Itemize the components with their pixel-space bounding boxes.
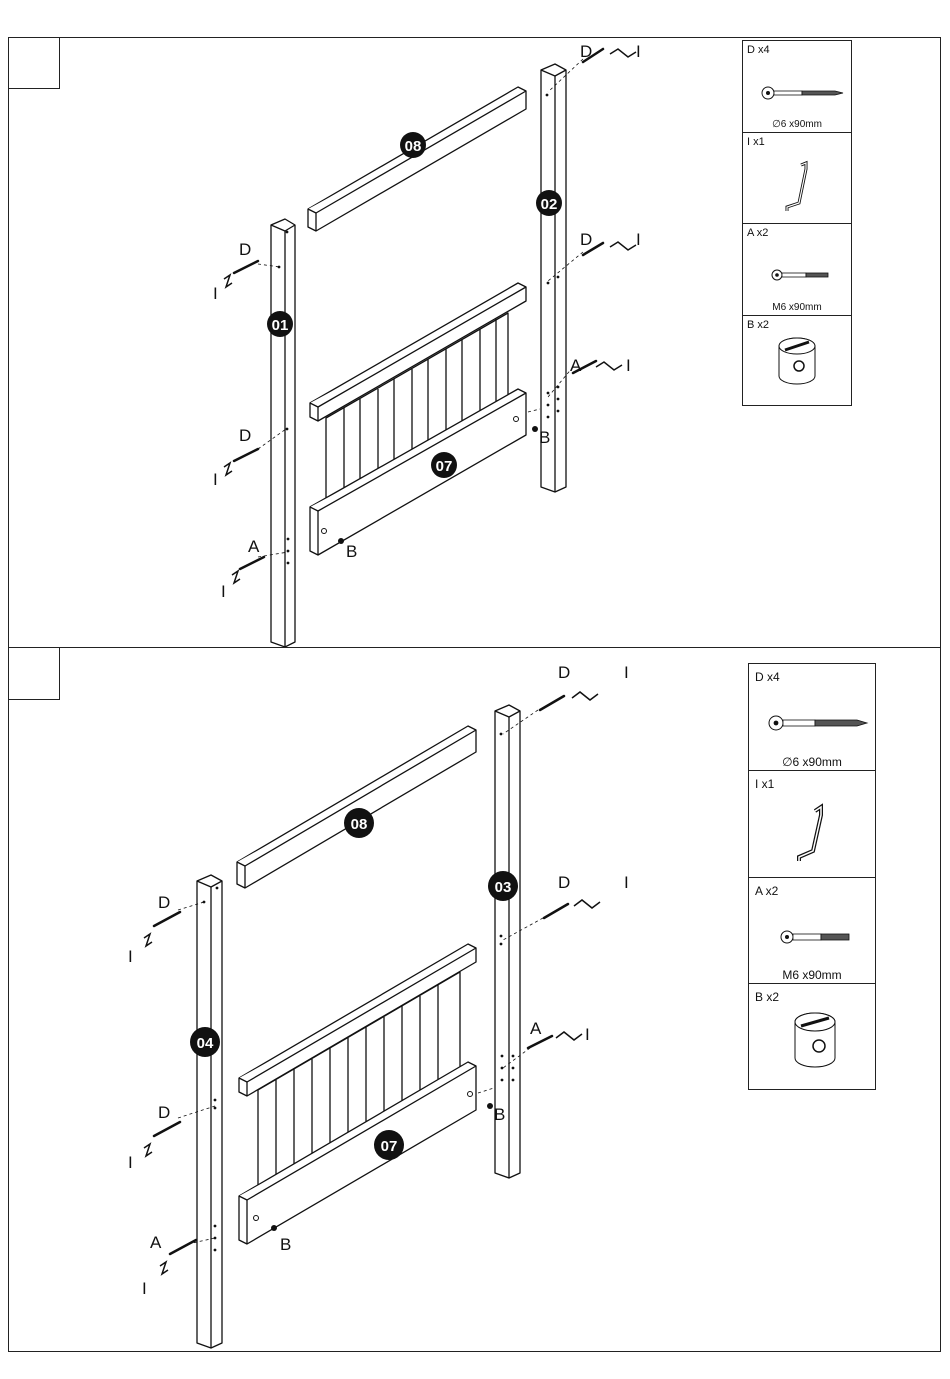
label-a-left: A (150, 1233, 162, 1252)
part-number-01: 01 (272, 317, 289, 334)
label-i-mid-right: I (636, 230, 641, 249)
assembly-step-1: D I D I A I B D I D I A I B 08 02 01 07 … (8, 37, 941, 647)
parts-list-step-2: D x4 ∅6 x90mm I x1 A x2 (748, 663, 876, 1090)
left-post (271, 219, 295, 647)
label-d-mid-right: D (558, 873, 570, 892)
part-number-07: 07 (381, 1138, 398, 1155)
part-a-spec: M6 x90mm (743, 302, 851, 313)
allen-key-icon (749, 771, 877, 878)
part-number-08: 08 (351, 816, 368, 833)
label-b-right: B (494, 1105, 505, 1124)
label-d-lower-left: D (239, 426, 251, 445)
part-number-02: 02 (541, 196, 558, 213)
part-a-spec: M6 x90mm (749, 968, 875, 982)
label-i-a-left: I (221, 582, 226, 601)
label-a-left: A (248, 537, 260, 556)
allen-key-icon (743, 133, 853, 224)
part-number-04: 04 (197, 1035, 214, 1052)
part-a-cell: A x2 M6 x90mm (749, 878, 875, 984)
label-i-top-right: I (624, 663, 629, 682)
label-i-a-right: I (585, 1025, 590, 1044)
label-i-upper-left: I (213, 284, 218, 303)
label-b-left: B (280, 1235, 291, 1254)
part-i-cell: I x1 (743, 133, 851, 224)
label-d-top-right: D (580, 42, 592, 61)
part-d-cell: D x4 ∅6 x90mm (749, 664, 875, 771)
label-a-right: A (570, 356, 582, 375)
part-d-spec: ∅6 x90mm (749, 755, 875, 769)
label-d-upper-left: D (158, 893, 170, 912)
label-i-upper-left: I (128, 947, 133, 966)
label-d-mid-right: D (580, 230, 592, 249)
label-i-a-right: I (626, 356, 631, 375)
label-d-top-right: D (558, 663, 570, 682)
label-i-lower-left: I (128, 1153, 133, 1172)
left-post (197, 875, 222, 1348)
top-rail (308, 87, 526, 231)
part-b-cell: B x2 (743, 316, 851, 405)
label-i-lower-left: I (213, 470, 218, 489)
part-d-spec: ∅6 x90mm (743, 119, 851, 130)
parts-list-step-1: D x4 ∅6 x90mm I x1 A x2 (742, 40, 852, 406)
label-i-a-left: I (142, 1279, 147, 1298)
part-number-07: 07 (436, 458, 453, 475)
label-d-lower-left: D (158, 1103, 170, 1122)
label-a-right: A (530, 1019, 542, 1038)
label-i-top-right: I (636, 42, 641, 61)
assembly-step-2: D I D I A I B D I D I A I B 08 03 04 07 … (8, 647, 941, 1352)
label-i-mid-right: I (624, 873, 629, 892)
label-b-right: B (539, 428, 550, 447)
part-number-08: 08 (405, 138, 422, 155)
label-b-left: B (346, 542, 357, 561)
label-d-upper-left: D (239, 240, 251, 259)
part-a-cell: A x2 M6 x90mm (743, 224, 851, 316)
barrel-nut-icon (749, 984, 877, 1089)
part-d-cell: D x4 ∅6 x90mm (743, 41, 851, 133)
barrel-nut-icon (743, 316, 853, 405)
part-i-cell: I x1 (749, 771, 875, 878)
part-b-cell: B x2 (749, 984, 875, 1089)
part-number-03: 03 (495, 879, 512, 896)
